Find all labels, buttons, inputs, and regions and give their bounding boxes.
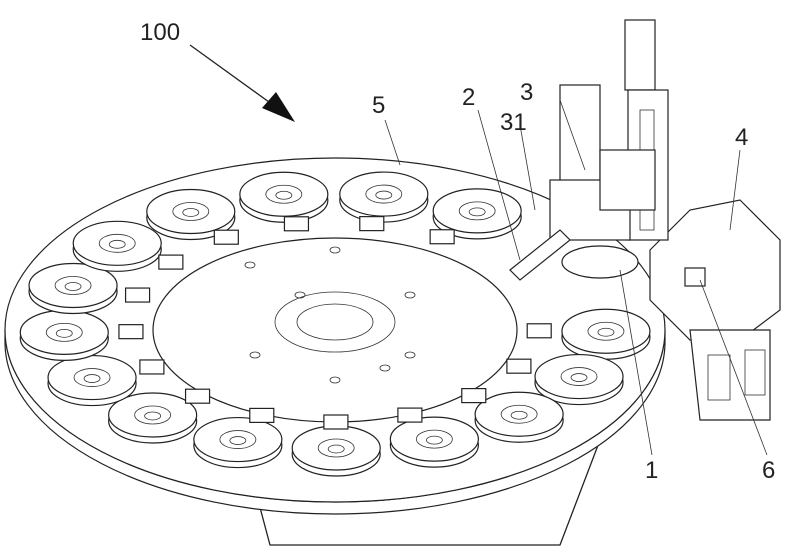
- fixture: [339, 171, 429, 232]
- mounting-hole: [249, 351, 261, 359]
- mounting-hole: [329, 376, 341, 384]
- label-100: 100: [140, 19, 180, 46]
- fixture: [389, 407, 479, 468]
- label-3: 3: [520, 79, 533, 106]
- leader-lines: [384, 99, 768, 456]
- clamp-block: [461, 388, 487, 404]
- mounting-hole: [294, 291, 306, 299]
- label-31: 31: [500, 109, 527, 136]
- clamp-block: [526, 323, 552, 339]
- label-2: 2: [462, 84, 475, 111]
- clamp-block: [139, 359, 165, 375]
- clamp-block: [397, 407, 423, 423]
- mounting-hole: [379, 364, 391, 372]
- label-4: 4: [735, 124, 748, 151]
- arrow-icon: [262, 92, 295, 122]
- feeding-mechanism: [509, 19, 781, 421]
- fixture: [47, 354, 165, 407]
- fixture: [28, 262, 151, 315]
- fixture: [239, 171, 329, 232]
- mounting-hole: [244, 261, 256, 269]
- clamp-block: [158, 254, 184, 270]
- fixture: [146, 188, 239, 245]
- clamp-block: [506, 358, 532, 374]
- mounting-hole: [404, 351, 416, 359]
- clamp-block: [249, 407, 275, 424]
- fixture: [72, 220, 184, 272]
- center-hub: [274, 291, 396, 353]
- center-hub-inner: [296, 303, 374, 341]
- clamp-block: [429, 229, 455, 245]
- clamp-block: [283, 216, 310, 232]
- fixture: [461, 388, 564, 443]
- fixture: [193, 407, 283, 469]
- clamp-block: [118, 324, 144, 340]
- clamp-block: [359, 216, 385, 232]
- mounting-hole: [329, 246, 341, 254]
- clamp-block: [124, 287, 151, 303]
- label-6: 6: [762, 457, 775, 484]
- clamp-block: [213, 229, 239, 245]
- label-5: 5: [372, 92, 385, 119]
- label-1: 1: [645, 457, 658, 484]
- mounting-hole: [404, 291, 416, 299]
- clamp-block: [323, 414, 349, 430]
- disk-holes: [244, 246, 416, 384]
- fixture: [526, 308, 651, 360]
- fixture: [506, 353, 624, 406]
- fixture: [429, 188, 522, 245]
- fixture: [19, 309, 144, 361]
- fixture: [108, 388, 211, 444]
- fixture-ring: [19, 171, 651, 477]
- clamp-block: [184, 388, 211, 404]
- fixture: [291, 414, 381, 477]
